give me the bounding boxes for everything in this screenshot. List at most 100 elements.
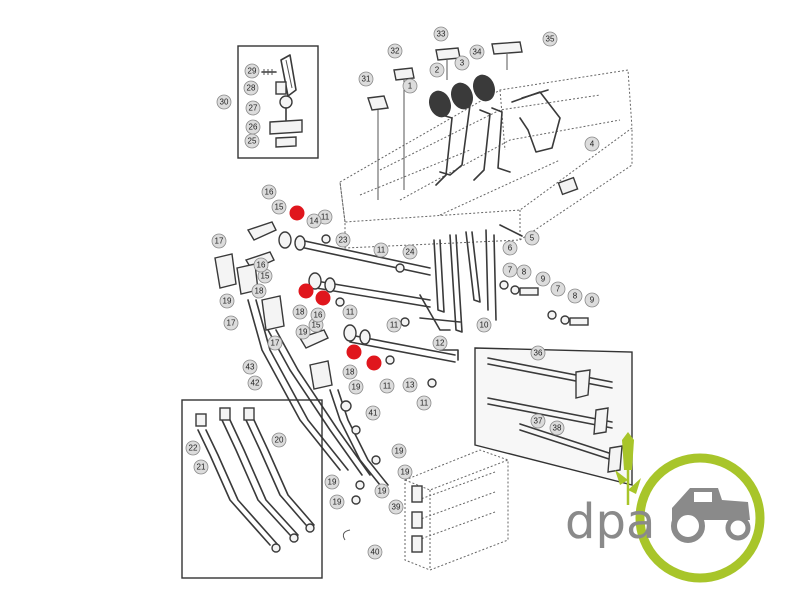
- callout-number: 3: [460, 59, 465, 68]
- callout-17: 17: [211, 233, 227, 249]
- callout-19: 19: [348, 379, 364, 395]
- callout-number: 5: [530, 234, 535, 243]
- callout-number: 21: [197, 463, 206, 472]
- logo: dpa: [565, 432, 765, 583]
- callout-3: 3: [454, 55, 470, 71]
- callout-number: 39: [392, 503, 401, 512]
- callout-10: 10: [476, 317, 492, 333]
- callout-34: 34: [469, 44, 485, 60]
- callout-1: 1: [402, 78, 418, 94]
- callout-number: 12: [436, 339, 445, 348]
- callout-8: 8: [567, 288, 583, 304]
- wheat-icon: [615, 432, 641, 505]
- callout-number: 15: [275, 203, 284, 212]
- callout-17: 17: [223, 315, 239, 331]
- callout-number: 19: [378, 487, 387, 496]
- callout-number: 41: [369, 409, 378, 418]
- highlight-marker: [298, 283, 314, 299]
- callout-number: 9: [590, 296, 595, 305]
- callout-2: 2: [429, 62, 445, 78]
- inset-shafts-detail: [474, 347, 633, 486]
- callout-13: 13: [402, 377, 418, 393]
- callout-number: 35: [546, 35, 555, 44]
- callout-11: 11: [342, 304, 358, 320]
- callout-number: 8: [573, 292, 578, 301]
- callout-36: 36: [530, 345, 546, 361]
- callout-number: 19: [352, 383, 361, 392]
- callout-19: 19: [329, 494, 345, 510]
- callout-number: 23: [339, 236, 348, 245]
- callout-43: 43: [242, 359, 258, 375]
- callout-7: 7: [550, 281, 566, 297]
- callout-number: 19: [395, 447, 404, 456]
- callout-31: 31: [358, 71, 374, 87]
- callout-9: 9: [584, 292, 600, 308]
- callout-number: 6: [508, 244, 513, 253]
- callout-4: 4: [584, 136, 600, 152]
- callout-35: 35: [542, 31, 558, 47]
- callout-23: 23: [335, 232, 351, 248]
- callout-28: 28: [243, 80, 259, 96]
- callout-number: 1: [408, 82, 413, 91]
- inset-latch-detail: [237, 45, 319, 159]
- callout-18: 18: [292, 304, 308, 320]
- valve-block: [404, 449, 509, 571]
- callout-number: 15: [261, 272, 270, 281]
- callout-number: 11: [383, 382, 392, 391]
- callout-number: 43: [246, 363, 255, 372]
- callout-number: 2: [435, 66, 440, 75]
- callout-19: 19: [374, 483, 390, 499]
- callout-number: 9: [541, 275, 546, 284]
- callout-number: 19: [299, 328, 308, 337]
- callout-16: 16: [310, 307, 326, 323]
- callout-number: 11: [377, 246, 386, 255]
- callout-number: 4: [590, 140, 595, 149]
- callout-number: 19: [328, 478, 337, 487]
- callout-11: 11: [373, 242, 389, 258]
- callout-19: 19: [295, 324, 311, 340]
- callout-16: 16: [253, 257, 269, 273]
- linkage-shafts: [214, 221, 589, 390]
- callout-number: 13: [406, 381, 415, 390]
- callout-number: 38: [553, 424, 562, 433]
- callout-number: 14: [310, 217, 319, 226]
- callout-number: 15: [312, 321, 321, 330]
- callout-27: 27: [245, 100, 261, 116]
- callout-19: 19: [219, 293, 235, 309]
- callout-number: 25: [248, 137, 257, 146]
- callout-labels: 1234567788991011111111111112131415151516…: [185, 26, 600, 560]
- callout-number: 18: [346, 368, 355, 377]
- callout-number: 24: [406, 248, 415, 257]
- highlight-marker: [346, 344, 362, 360]
- callout-40: 40: [367, 544, 383, 560]
- callout-number: 11: [390, 321, 399, 330]
- callout-32: 32: [387, 43, 403, 59]
- callout-number: 11: [346, 308, 355, 317]
- callout-21: 21: [193, 459, 209, 475]
- callout-18: 18: [342, 364, 358, 380]
- callout-11: 11: [416, 395, 432, 411]
- callout-number: 18: [255, 287, 264, 296]
- callout-17: 17: [267, 335, 283, 351]
- inset-rods-detail: [181, 399, 323, 579]
- callout-number: 17: [227, 319, 236, 328]
- callout-number: 22: [189, 444, 198, 453]
- callout-number: 18: [296, 308, 305, 317]
- callout-number: 8: [522, 268, 527, 277]
- callout-11: 11: [386, 317, 402, 333]
- callout-39: 39: [388, 499, 404, 515]
- callout-number: 28: [247, 84, 256, 93]
- callout-number: 40: [371, 548, 380, 557]
- callout-number: 32: [391, 47, 400, 56]
- callout-37: 37: [530, 413, 546, 429]
- highlight-marker: [366, 355, 382, 371]
- callout-5: 5: [524, 230, 540, 246]
- callout-14: 14: [306, 213, 322, 229]
- callout-16: 16: [261, 184, 277, 200]
- callout-number: 37: [534, 417, 543, 426]
- callout-22: 22: [185, 440, 201, 456]
- callout-25: 25: [244, 133, 260, 149]
- callout-number: 10: [480, 321, 489, 330]
- callout-15: 15: [271, 199, 287, 215]
